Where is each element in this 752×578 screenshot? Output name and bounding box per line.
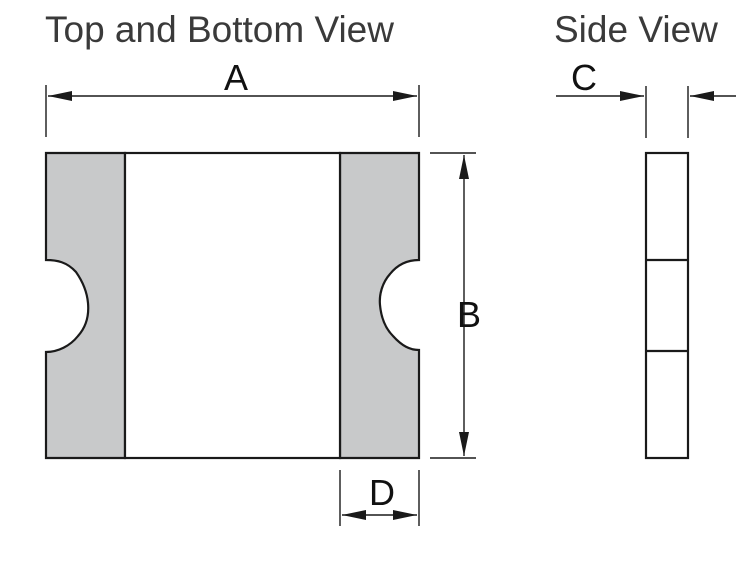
side-view-outline [644,151,690,460]
side-view-title: Side View [554,9,718,50]
right-terminal [338,151,421,460]
dimension-c-label: C [571,57,597,98]
dimension-d-arrow-right [393,510,417,520]
dimension-c: C [556,57,736,138]
left-terminal [44,151,127,460]
dimension-c-arrow-left [620,91,644,101]
dimension-a-label: A [224,57,248,98]
top-bottom-view [44,151,421,460]
dimension-d: D [339,470,420,526]
dimension-a-arrow-left [48,91,72,101]
component-body [123,151,342,460]
dimension-b-arrow-top [459,155,469,179]
top-bottom-view-title: Top and Bottom View [45,9,394,50]
dimension-b-label: B [457,294,481,335]
dimension-a-arrow-right [393,91,417,101]
dimension-d-label: D [369,472,395,513]
dimension-b-arrow-bottom [459,432,469,456]
dimension-c-arrow-right [690,91,714,101]
dimension-a: A [45,57,420,137]
dimension-b: B [430,152,481,459]
side-view [644,151,690,460]
dimension-d-arrow-left [342,510,366,520]
